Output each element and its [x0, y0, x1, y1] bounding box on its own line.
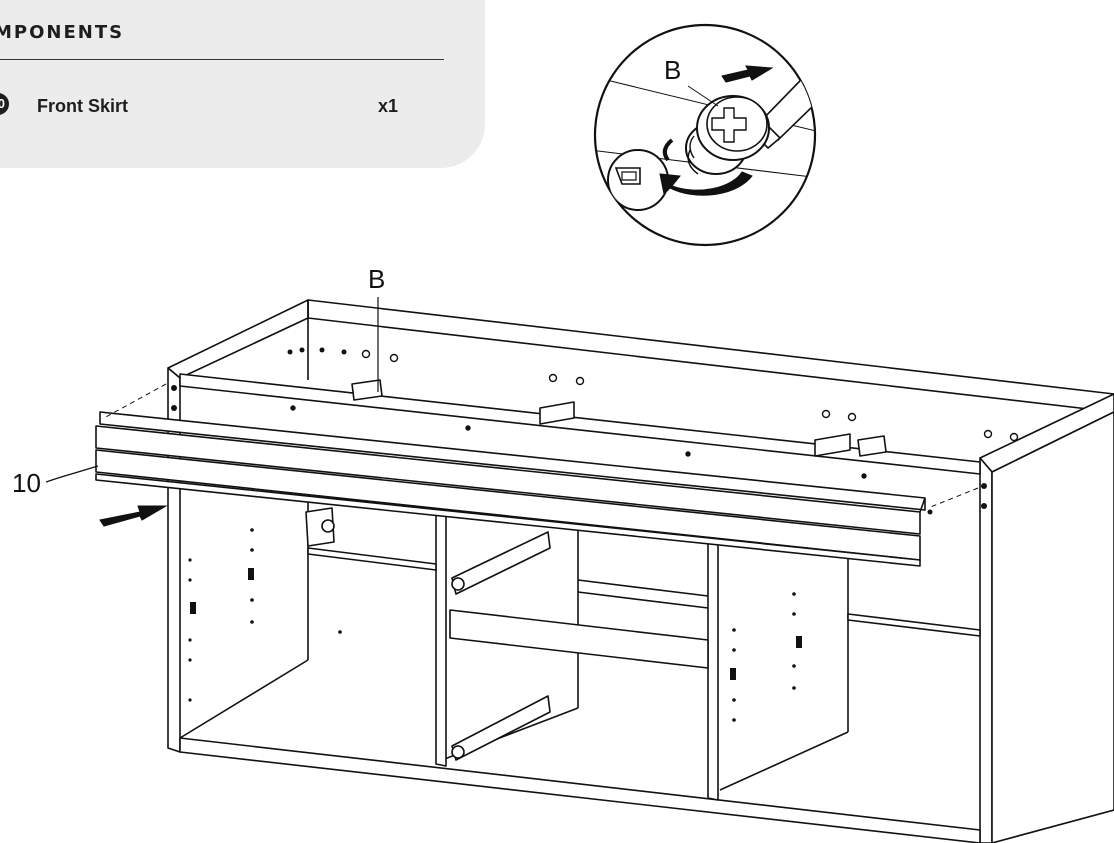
rotate-arrow-icon — [659, 138, 753, 196]
front-skirt — [95, 411, 926, 567]
drill-holes — [290, 349, 1019, 479]
component-quantity: x1 — [378, 96, 399, 116]
dowels — [171, 385, 987, 515]
part-number-label: 10 — [12, 468, 41, 498]
component-name: Front Skirt — [37, 96, 129, 116]
leader-lines — [45, 297, 379, 483]
screw-label: B — [368, 264, 386, 294]
push-arrow-icon — [99, 505, 168, 527]
component-badge: 10 — [0, 93, 9, 115]
cabinet-drawing — [95, 299, 1114, 843]
cam-lock-icon — [607, 149, 669, 211]
components-panel — [0, 0, 485, 168]
components-title: MPONENTS — [0, 22, 125, 43]
detail-inset — [593, 23, 817, 247]
push-arrow-icon — [721, 65, 774, 83]
detail-screw-label: B — [664, 55, 682, 85]
shelf-pin-holes — [188, 347, 802, 722]
cam-screw-icon — [685, 95, 770, 175]
components-divider — [0, 59, 444, 60]
alignment-guides — [103, 383, 979, 509]
